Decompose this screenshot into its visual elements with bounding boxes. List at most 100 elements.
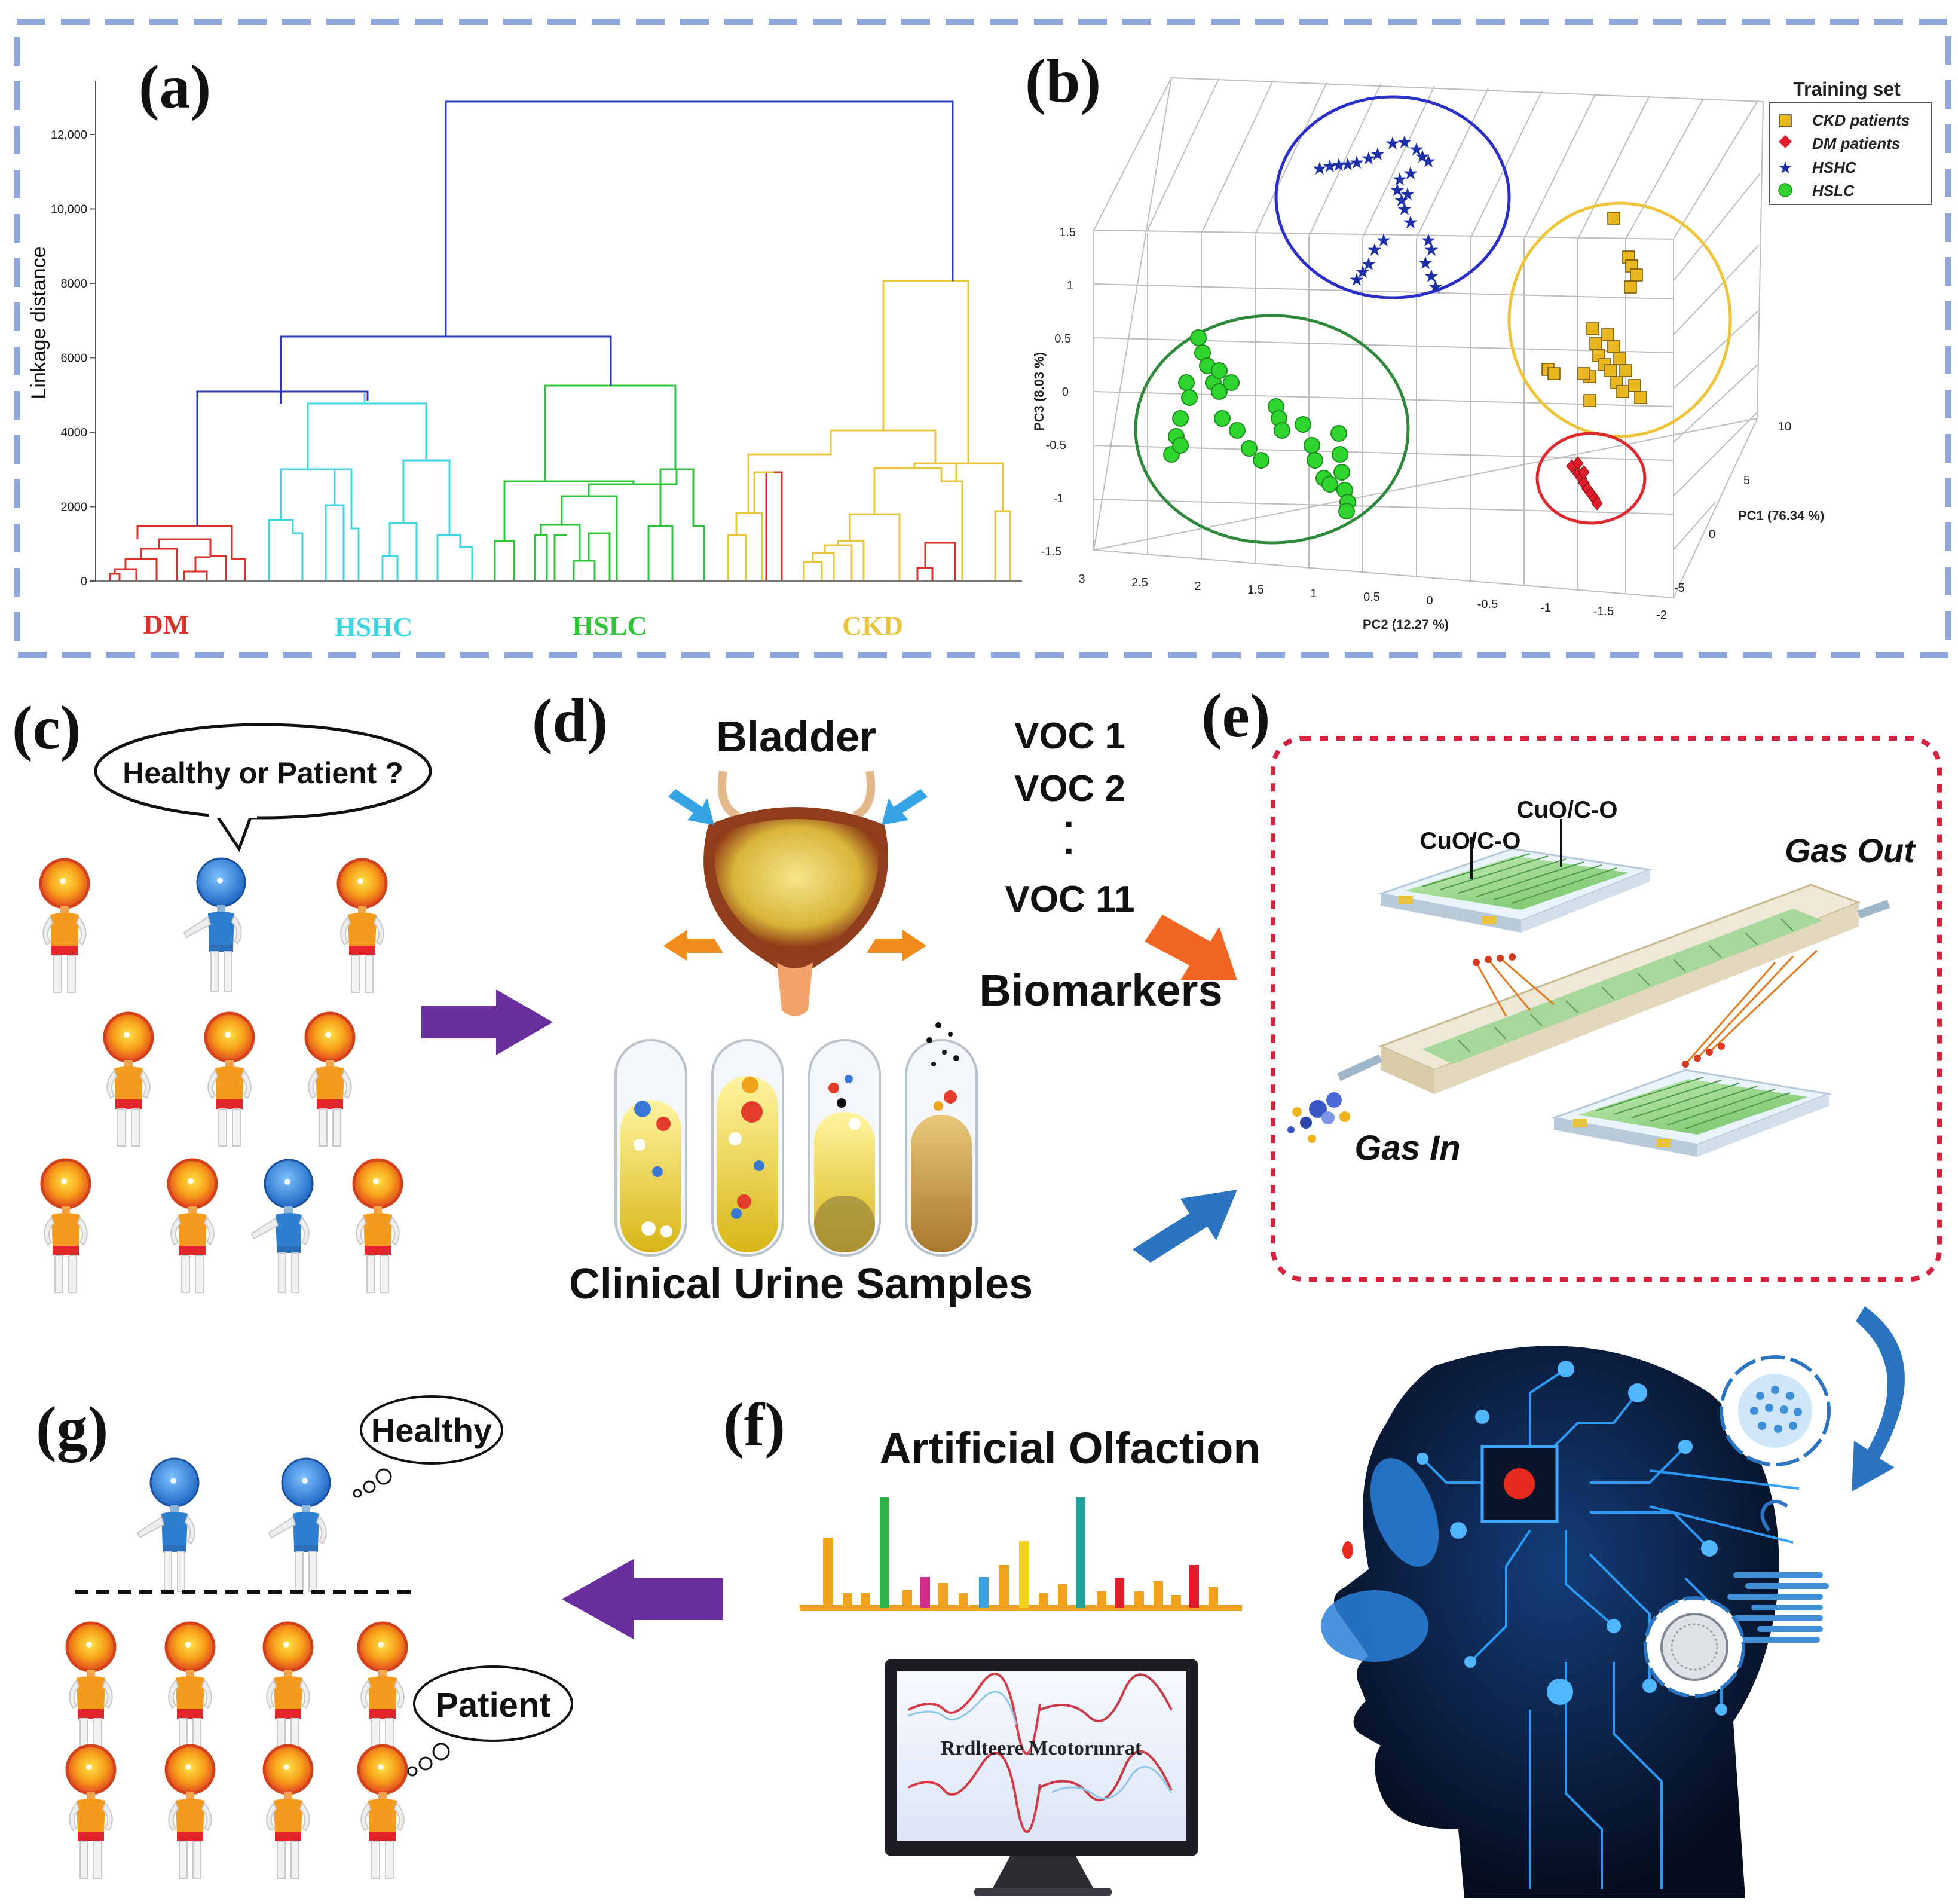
pca-x-tick-label: -0.5 [1477,598,1498,611]
group-label-hshc: HSHC [335,612,412,642]
pca-x-tick-label: 2.5 [1131,576,1148,589]
pca-point-ckd [1630,268,1643,282]
pca-3d-grid [1093,77,1764,599]
sensor-label-right: CuO/C-O [1517,797,1618,823]
pca-point-hshc: ★ [1397,200,1413,219]
arrow-c-to-d [421,989,553,1055]
pca-point-hshc: ★ [1392,170,1408,190]
pca-point-hslc [1172,437,1189,454]
pca-point-hslc [1241,440,1258,457]
pca-point-hslc [1181,389,1198,406]
dendrogram-cluster-hshc [268,392,473,581]
pca-point-ckd [1619,364,1632,377]
group-label-hslc: HSLC [572,610,647,641]
legend-star-icon: ★ [1778,158,1792,177]
pca-point-ckd [1628,379,1641,392]
pca-zlabel: PC1 (76.34 %) [1738,508,1824,523]
pca-x-tick-label: -1.5 [1593,605,1614,618]
pca-z-tick-label: 5 [1743,474,1750,487]
pca-point-hshc: ★ [1361,255,1377,274]
pca-x-tick-label: -1 [1540,601,1551,615]
pca-point-hshc: ★ [1421,152,1437,172]
pca-point-hslc [1211,383,1228,400]
bottom-sensor-chip [1550,1069,1832,1157]
panel-label-f: (f) [723,1390,785,1459]
panel-d: (d) Bladder [532,686,1223,1308]
pca-point-hslc [1338,503,1355,519]
bladder-title: Bladder [716,713,876,761]
group-label-dm: DM [143,609,189,640]
pca-point-hshc: ★ [1403,164,1419,184]
biomarkers-label: Biomarkers [979,965,1222,1015]
healthy-person-1 [136,1457,200,1593]
bladder-illustration [663,770,928,1016]
pca-point-ckd [1634,391,1647,404]
pca-point-hshc: ★ [1331,155,1347,175]
healthy-person-2 [268,1457,331,1593]
dendrogram-cluster-hslc [494,384,705,581]
pca-point-hslc [1330,425,1347,442]
pca-point-ckd [1607,212,1620,225]
pca-point-ckd [1577,367,1590,380]
pca-xlabel: PC2 (12.27 %) [1363,617,1449,632]
nanoparticle-insets [1644,1355,1831,1698]
pca-point-hshc: ★ [1349,153,1365,173]
healthy-bubble: Healthy [371,1411,492,1449]
monitor: Rrdlteere Mcotornnrat [885,1659,1198,1896]
pca-point-dm [1572,456,1584,470]
cluster-ellipse-hslc [1134,314,1410,545]
pca-ylabel: PC3 (8.03 %) [1032,352,1047,431]
top-sensor-chip [1377,819,1653,933]
sensor-label-left: CuO/C-O [1420,828,1521,854]
arrow-sensor-to-olfaction [1852,1306,1905,1492]
voc-dot-2: · [1064,831,1076,872]
legend-entry-dm: DM patients [1812,135,1900,152]
dendrogram-y-tick-label: 8000 [61,277,88,291]
pca-point-hshc: ★ [1355,262,1371,282]
pca-point-hshc: ★ [1418,253,1434,273]
dendrogram-y-tick-label: 10,000 [51,203,87,216]
panel-label-d: (d) [532,686,608,755]
pca-point-hshc: ★ [1367,240,1383,260]
gas-chamber [1337,884,1890,1094]
pca-point-ckd [1589,337,1602,350]
pca-y-tick-label: 0.5 [1054,332,1071,346]
pca-point-hslc [1321,476,1338,493]
pca-x-tick-label: 2 [1194,580,1201,593]
cluster-ellipse-dm [1535,432,1647,525]
pca-point-hshc: ★ [1428,277,1444,297]
panel-c: (c) Healthy or Patient ? [12,693,432,1292]
dendrogram-y-tick-label: 4000 [61,426,88,439]
arrow-samples-to-sensor [1133,1190,1237,1263]
pca-point-dm [1591,496,1603,511]
sensor-dashed-frame [1271,736,1942,1282]
pca-point-hslc [1211,362,1228,379]
pca-point-hslc [1178,374,1195,391]
voc-line-2: VOC 2 [1014,768,1125,809]
dendrogram-y-tick-label: 2000 [61,501,88,514]
pca-z-tick-label: -5 [1674,582,1685,595]
pca-x-tick-label: 3 [1078,573,1085,586]
panel-label-g: (g) [36,1394,108,1463]
dendrogram-y-tick-label: 0 [81,575,87,588]
top-dashed-frame [14,19,1951,658]
gas-out-label: Gas Out [1785,832,1916,869]
pca-x-tick-label: 1 [1310,587,1317,600]
panel-label-c: (c) [12,693,81,762]
gas-in-label: Gas In [1354,1129,1460,1168]
pca-point-hslc [1295,416,1311,433]
pca-y-tick-label: 1.5 [1059,226,1076,239]
pca-point-hslc [1333,464,1350,481]
pca-point-hshc: ★ [1376,231,1392,250]
pca-x-tick-label: 1.5 [1247,583,1264,597]
pca-point-hshc: ★ [1409,140,1425,160]
pca-point-hshc: ★ [1397,133,1413,152]
olfaction-bar-pattern [800,1497,1242,1611]
pca-point-hshc: ★ [1385,134,1401,154]
speech-bubble-question: Healthy or Patient ? [123,756,403,790]
pca-point-hslc [1214,410,1231,427]
legend-title: Training set [1793,78,1901,100]
pca-point-hshc: ★ [1421,231,1437,250]
